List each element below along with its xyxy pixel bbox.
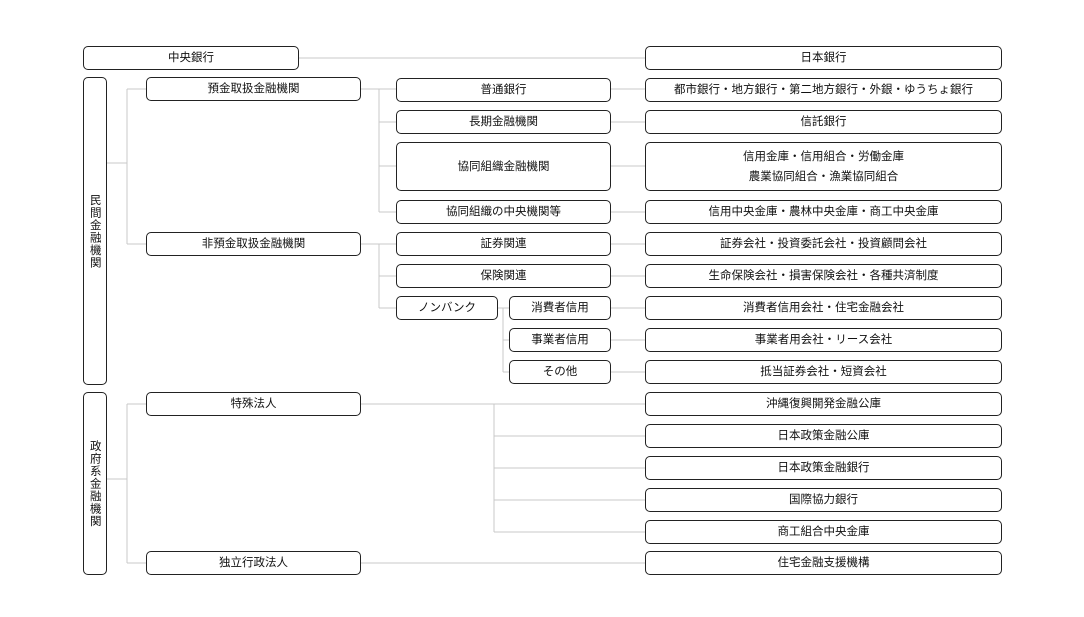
central-bank-node: 中央銀行: [83, 46, 299, 70]
special-target-node: 国際協力銀行: [645, 488, 1002, 512]
insurance-target-label: 生命保険会社・損害保険会社・各種共済制度: [708, 268, 939, 283]
special-corp-node: 特殊法人: [146, 392, 361, 416]
other-target-node: 抵当証券会社・短資会社: [645, 360, 1002, 384]
deposit-label: 預金取扱金融機関: [207, 81, 300, 96]
long-term-target-label: 信託銀行: [800, 114, 847, 129]
insurance-label: 保険関連: [480, 268, 527, 283]
boj-node: 日本銀行: [645, 46, 1002, 70]
ordinary-bank-node: 普通銀行: [396, 78, 611, 102]
independent-target-label: 住宅金融支援機構: [777, 555, 870, 570]
business-target-label: 事業者用会社・リース会社: [754, 332, 893, 347]
long-term-target-node: 信託銀行: [645, 110, 1002, 134]
insurance-node: 保険関連: [396, 264, 611, 288]
business-credit-label: 事業者信用: [531, 332, 589, 347]
private-financial-label: 民間金融機関: [88, 193, 103, 269]
coop-central-label: 協同組織の中央機関等: [446, 204, 561, 219]
special-target-label: 商工組合中央金庫: [777, 524, 870, 539]
cooperative-node: 協同組織金融機関: [396, 142, 611, 191]
securities-node: 証券関連: [396, 232, 611, 256]
independent-target-node: 住宅金融支援機構: [645, 551, 1002, 575]
ordinary-target-label: 都市銀行・地方銀行・第二地方銀行・外銀・ゆうちょ銀行: [674, 82, 973, 97]
cooperative-target-line2: 農業協同組合・漁業協同組合: [748, 169, 899, 183]
special-target-node: 商工組合中央金庫: [645, 520, 1002, 544]
special-target-label: 日本政策金融銀行: [777, 460, 870, 475]
consumer-credit-node: 消費者信用: [509, 296, 611, 320]
consumer-credit-label: 消費者信用: [531, 300, 589, 315]
consumer-target-label: 消費者信用会社・住宅金融会社: [743, 300, 904, 315]
special-target-label: 日本政策金融公庫: [777, 428, 870, 443]
independent-admin-node: 独立行政法人: [146, 551, 361, 575]
central-bank-label: 中央銀行: [168, 50, 214, 65]
coop-central-node: 協同組織の中央機関等: [396, 200, 611, 224]
securities-target-label: 証券会社・投資委託会社・投資顧問会社: [720, 236, 927, 251]
cooperative-target-node: 信用金庫・信用組合・労働金庫 農業協同組合・漁業協同組合: [645, 142, 1002, 191]
special-target-node: 日本政策金融銀行: [645, 456, 1002, 480]
cooperative-target-line1: 信用金庫・信用組合・労働金庫: [743, 148, 904, 163]
other-target-label: 抵当証券会社・短資会社: [760, 364, 887, 379]
non-deposit-label: 非預金取扱金融機関: [201, 236, 306, 251]
private-financial-node: 民間金融機関: [83, 77, 107, 385]
ordinary-target-node: 都市銀行・地方銀行・第二地方銀行・外銀・ゆうちょ銀行: [645, 78, 1002, 102]
long-term-node: 長期金融機関: [396, 110, 611, 134]
special-target-label: 沖縄復興開発金融公庫: [766, 396, 881, 411]
ordinary-bank-label: 普通銀行: [480, 82, 527, 97]
boj-label: 日本銀行: [800, 50, 847, 65]
special-target-label: 国際協力銀行: [789, 492, 858, 507]
consumer-target-node: 消費者信用会社・住宅金融会社: [645, 296, 1002, 320]
insurance-target-node: 生命保険会社・損害保険会社・各種共済制度: [645, 264, 1002, 288]
cooperative-label: 協同組織金融機関: [457, 158, 550, 173]
government-financial-node: 政府系金融機関: [83, 392, 107, 575]
securities-label: 証券関連: [480, 236, 527, 251]
special-target-node: 沖縄復興開発金融公庫: [645, 392, 1002, 416]
long-term-label: 長期金融機関: [469, 114, 538, 129]
nonbank-label: ノンバンク: [417, 300, 477, 315]
special-target-node: 日本政策金融公庫: [645, 424, 1002, 448]
nonbank-node: ノンバンク: [396, 296, 498, 320]
other-node: その他: [509, 360, 611, 384]
non-deposit-node: 非預金取扱金融機関: [146, 232, 361, 256]
coop-central-target-node: 信用中央金庫・農林中央金庫・商工中央金庫: [645, 200, 1002, 224]
other-label: その他: [542, 364, 578, 379]
business-target-node: 事業者用会社・リース会社: [645, 328, 1002, 352]
independent-admin-label: 独立行政法人: [219, 555, 288, 570]
government-financial-label: 政府系金融機関: [88, 439, 103, 528]
special-corp-label: 特殊法人: [230, 396, 277, 411]
business-credit-node: 事業者信用: [509, 328, 611, 352]
deposit-node: 預金取扱金融機関: [146, 77, 361, 101]
coop-central-target-label: 信用中央金庫・農林中央金庫・商工中央金庫: [708, 204, 939, 219]
securities-target-node: 証券会社・投資委託会社・投資顧問会社: [645, 232, 1002, 256]
